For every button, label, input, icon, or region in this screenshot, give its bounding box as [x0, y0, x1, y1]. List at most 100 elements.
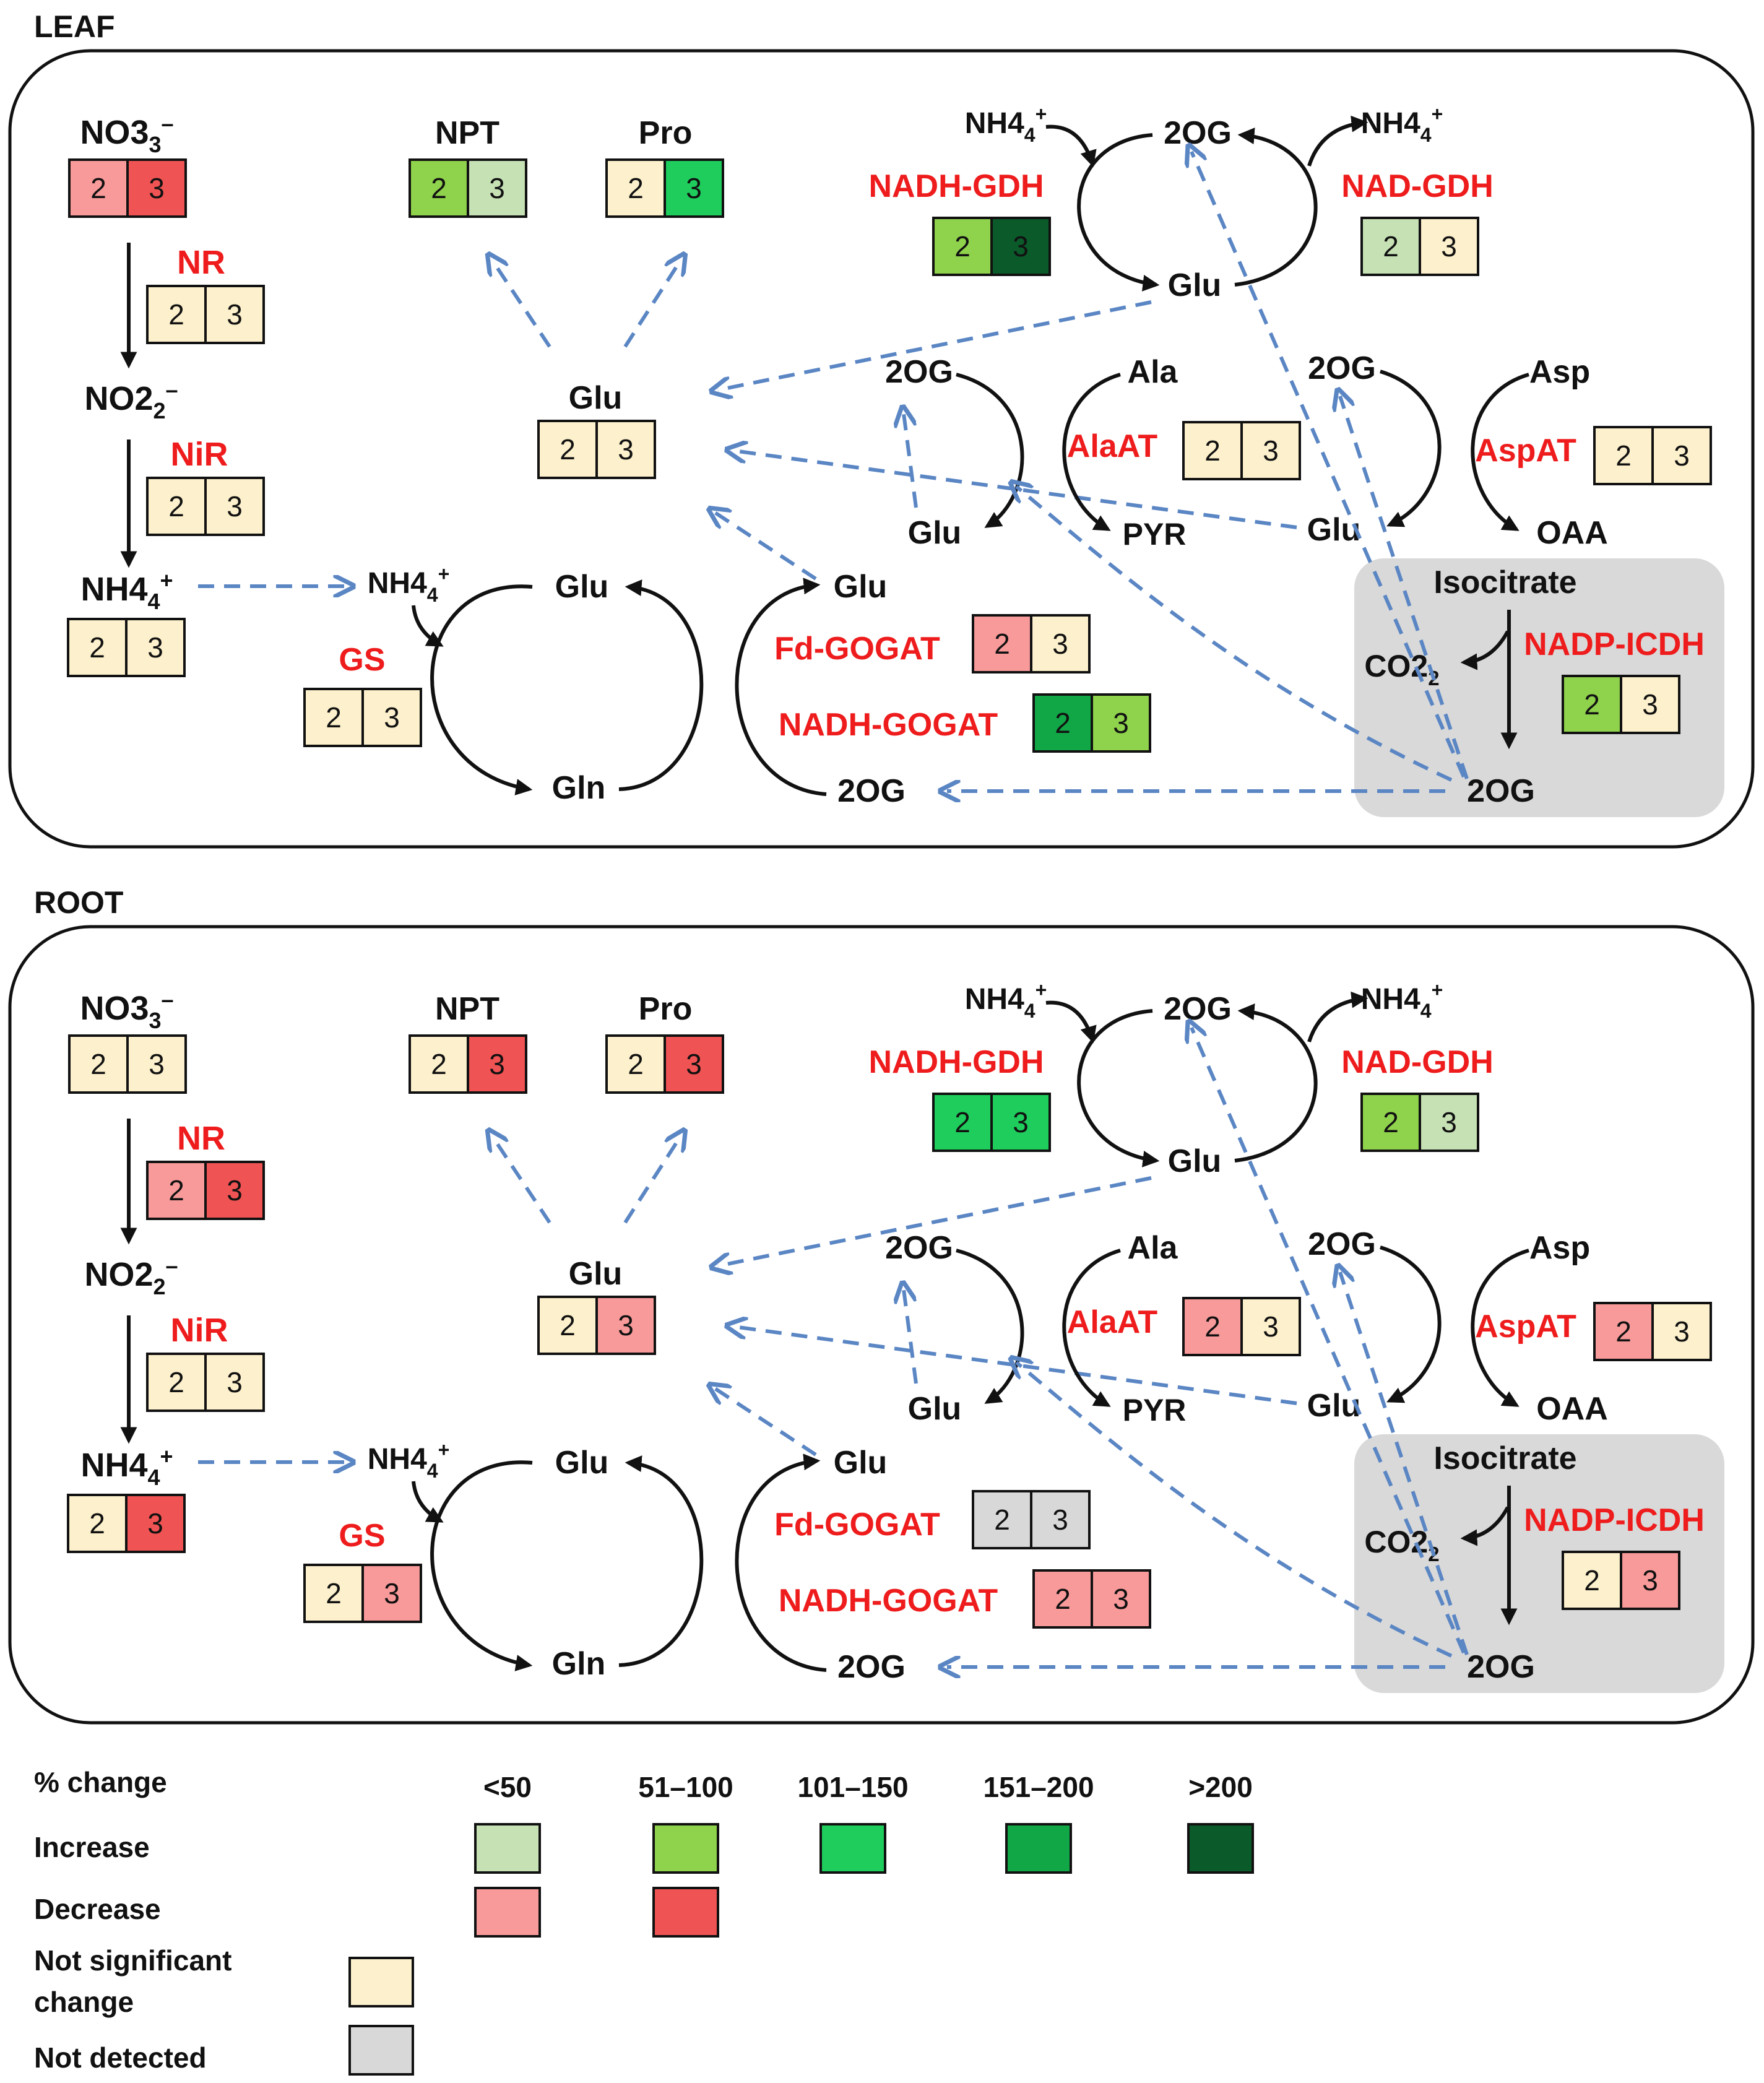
root-nir-box-cell-3: [204, 1353, 265, 1412]
legend-title: % change: [34, 1766, 167, 1798]
leaf-fd-gogat-box-cell-2: [972, 614, 1032, 673]
leaf-arrow-nh4-into-gdh: [1045, 124, 1097, 168]
leaf-fd-gogat-box-cell-label: 3: [1052, 628, 1068, 660]
root-arrow-gdh-glu-to-center: [718, 1176, 1152, 1266]
leaf-aspat-box-cell-3: [1651, 426, 1712, 485]
leaf-aspat-box-cell-2: [1593, 426, 1654, 485]
leaf-no3-base: NO3: [80, 114, 149, 151]
root-npt-box-cell-label: 3: [489, 1048, 505, 1080]
root-nh4-box-cell-label: 2: [89, 1507, 105, 1540]
legend-decrease-swatch-0: [474, 1887, 541, 1938]
root-nh4-box-cell-label: 3: [147, 1507, 163, 1540]
leaf-nh4-gdh-out-superscript: +: [1432, 103, 1443, 125]
leaf-no2-subscript: 2: [153, 398, 165, 423]
leaf-arrow-icdh-2og-to-gdh: [1191, 152, 1466, 778]
root-arrow-nh4-out-gdh: [1307, 991, 1368, 1042]
root-nh4-left-base: NH4: [80, 1447, 147, 1484]
leaf-arrow-asp-to-oaa: [1471, 373, 1529, 531]
root-glu-center: Glu: [569, 1256, 623, 1292]
root-glu-gdh: Glu: [1168, 1143, 1222, 1179]
root-nad-gdh-box-cell-label: 2: [1383, 1106, 1399, 1138]
root-gs-box-cell-label: 2: [326, 1577, 342, 1609]
leaf-nh4-gdh-in-subscript: 4: [1024, 124, 1035, 146]
root-alaat-box-cell-3: [1240, 1297, 1301, 1356]
legend-increase-label: Increase: [34, 1831, 150, 1863]
leaf-panel-title: LEAF: [34, 9, 115, 44]
root-no3-box-cell-3: [126, 1034, 187, 1094]
leaf-nh4-gs-superscript: +: [438, 563, 450, 585]
leaf-2og-gogat: 2OG: [837, 773, 906, 809]
leaf-nir-box-cell-label: 2: [168, 490, 184, 522]
root-glu-alaat: Glu: [908, 1391, 962, 1427]
root-panel-title: ROOT: [34, 885, 123, 920]
leaf-no3-box-cell-label: 2: [90, 172, 106, 204]
root-isocitrate-panel: [1354, 1434, 1724, 1693]
leaf-nadh-gdh-box-cell-2: [932, 217, 993, 276]
leaf-glu-box-cell-2: [537, 420, 598, 479]
leaf-nad-gdh-box-cell-2: [1360, 217, 1421, 276]
leaf-nadh-gdh-box-cell-label: 3: [1013, 230, 1029, 262]
leaf-npt-box-cell-3: [467, 158, 527, 218]
leaf-arrow-glu-to-2og-gdh: [1234, 128, 1318, 287]
root-asp: Asp: [1529, 1230, 1590, 1266]
leaf-nir-box-cell-2: [146, 477, 207, 536]
leaf-arrow-glu-to-npt: [492, 260, 551, 348]
leaf-no2: NO22–: [84, 377, 178, 423]
leaf-nh4-left-subscript: 4: [147, 589, 160, 614]
leaf-nr-box-cell-3: [204, 285, 265, 344]
leaf-glu-box-cell-3: [595, 420, 656, 479]
legend-increase-swatch-0: [474, 1823, 541, 1874]
root-nh4-gs-superscript: +: [438, 1439, 450, 1461]
root-nh4-box-cell-3: [125, 1494, 186, 1553]
leaf-nadh-gogat-box-cell-label: 3: [1113, 707, 1129, 739]
leaf-fd-gogat-box-cell-label: 2: [994, 628, 1010, 660]
root-glu-aspat: Glu: [1307, 1388, 1361, 1424]
root-ala: Ala: [1128, 1230, 1178, 1266]
legend-range-2: 101–150: [797, 1771, 908, 1803]
leaf-aspat-box-cell-label: 3: [1674, 440, 1690, 472]
leaf-glu-aspat: Glu: [1307, 512, 1361, 548]
root-nh4-gs-base: NH4: [368, 1443, 427, 1476]
leaf-2og-alaat: 2OG: [885, 354, 953, 390]
root-nh4-gdh-out-subscript: 4: [1420, 1000, 1432, 1022]
root-enzyme-nadh-gdh: NADH-GDH: [868, 1044, 1044, 1080]
leaf-glu-box-cell-label: 2: [560, 433, 576, 466]
root-nadp-icdh-box-cell-2: [1562, 1551, 1622, 1610]
leaf-no3-box-cell-label: 3: [149, 172, 165, 204]
leaf-arrow-icdh-co2: [1460, 630, 1510, 670]
leaf-nh4-gs-subscript: 4: [427, 584, 438, 606]
leaf-gln: Gln: [552, 770, 606, 806]
leaf-gs-box-cell-3: [361, 688, 422, 747]
root-nad-gdh-box-cell-2: [1360, 1093, 1421, 1152]
legend-increase-swatch-4: [1187, 1823, 1254, 1874]
root-nadh-gogat-box-cell-2: [1032, 1569, 1093, 1629]
leaf-nh4-box-cell-3: [125, 618, 186, 677]
leaf-2og-gdh: 2OG: [1164, 115, 1232, 151]
root-arrow-glu-to-pro: [623, 1136, 681, 1224]
root-arrow-aspat-glu-to-center: [733, 1327, 1297, 1405]
root-nh4-left-superscript: +: [160, 1444, 173, 1469]
leaf-no3-subscript: 3: [149, 132, 161, 157]
leaf-glu-gs: Glu: [555, 569, 609, 605]
leaf-npt-box-cell-2: [409, 158, 469, 218]
root-no2-subscript: 2: [153, 1274, 165, 1299]
leaf-arrow-glu-to-gln: [430, 584, 533, 795]
root-glu-gs: Glu: [555, 1445, 609, 1481]
root-enzyme-fd-gogat: Fd-GOGAT: [774, 1507, 940, 1543]
leaf-no3-superscript: –: [162, 111, 174, 136]
root-no3-base: NO3: [80, 990, 149, 1027]
leaf-nir-box-cell-label: 3: [227, 490, 243, 522]
root-nadp-icdh-box-cell-label: 2: [1584, 1564, 1600, 1596]
leaf-glu-gogat: Glu: [834, 569, 888, 605]
root-arrow-asp-to-oaa: [1471, 1249, 1529, 1407]
